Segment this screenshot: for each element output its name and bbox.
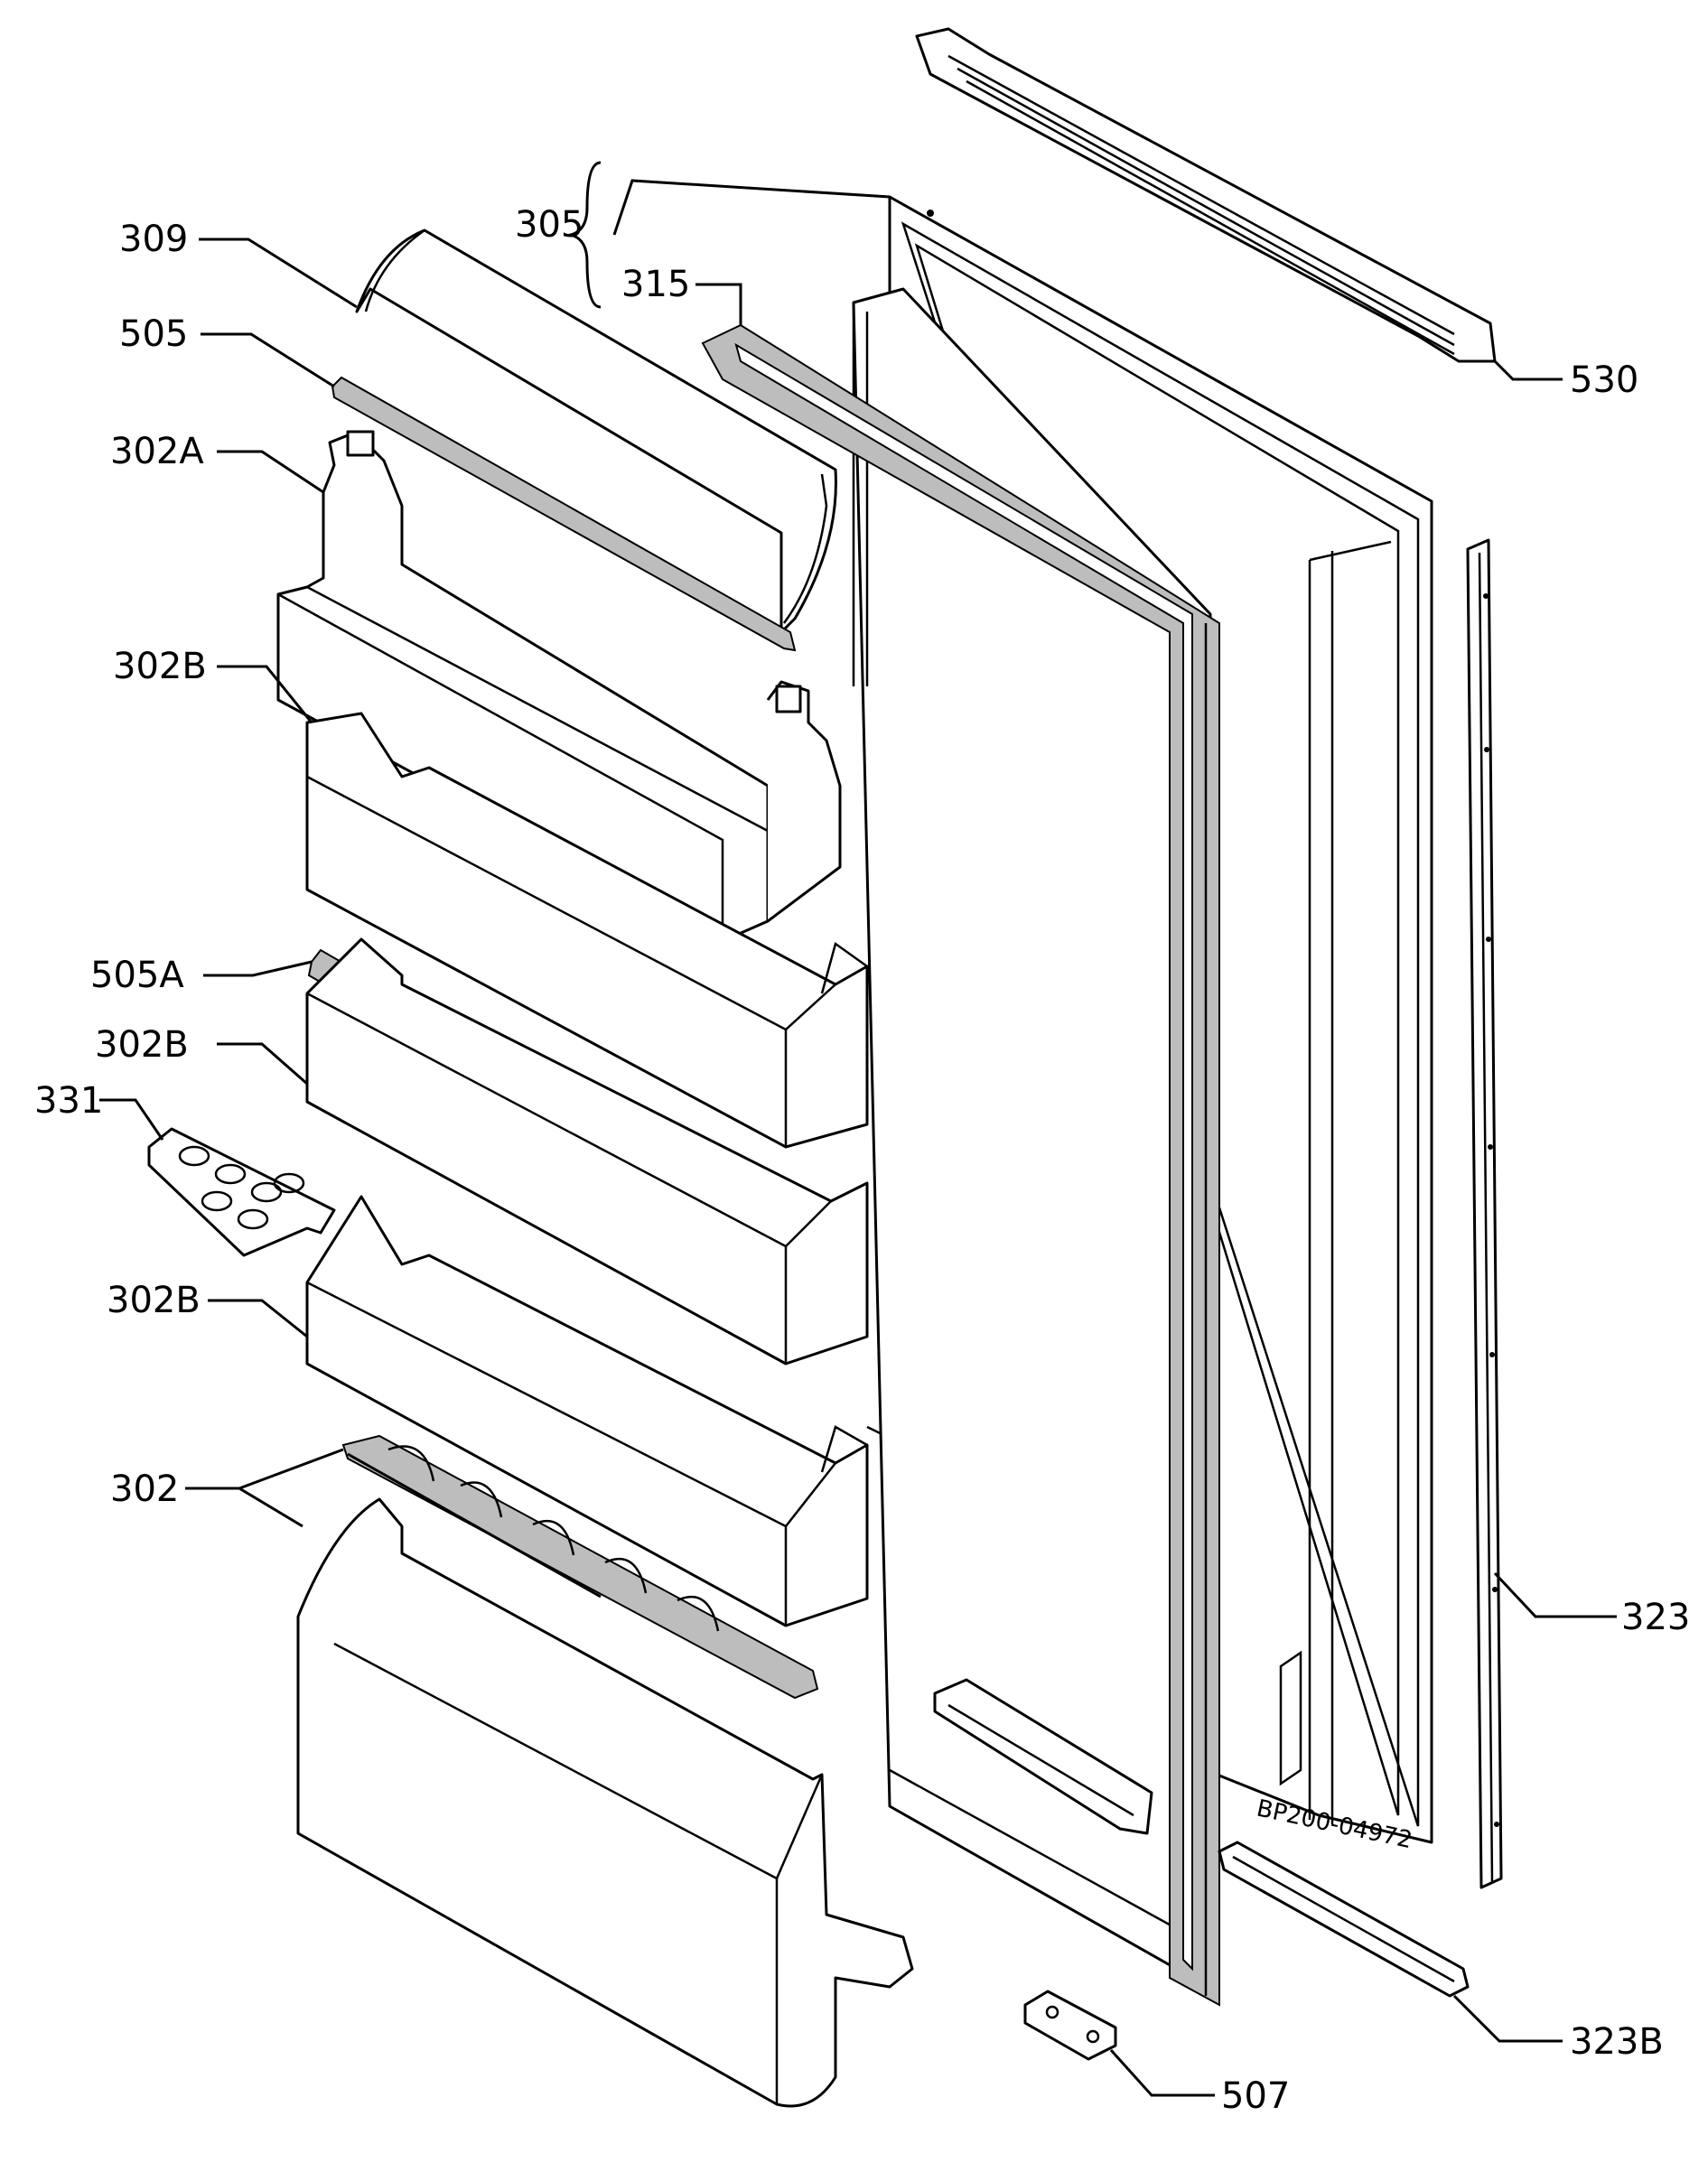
shelf-302b-1 xyxy=(305,712,869,1149)
hinge-block-507 xyxy=(1023,1990,1117,2061)
shelf-302a xyxy=(276,430,842,943)
label-323: 323 xyxy=(1621,1597,1690,1638)
egg-tray-331 xyxy=(147,1127,336,1257)
label-323b: 323B xyxy=(1570,2021,1664,2063)
label-331: 331 xyxy=(34,1080,103,1122)
label-505a: 505A xyxy=(90,955,184,996)
bar-505 xyxy=(331,376,797,652)
lid-309 xyxy=(355,228,837,634)
label-302b-3: 302B xyxy=(107,1280,201,1321)
label-505: 505 xyxy=(119,313,188,355)
label-302b-2: 302B xyxy=(95,1024,189,1066)
label-305: 305 xyxy=(515,204,583,246)
label-302b-1: 302B xyxy=(113,646,207,687)
side-strip-323 xyxy=(1466,538,1503,1889)
label-302a: 302A xyxy=(110,431,204,472)
part-labels: 309 505 302A 302B 505A 302B 331 302B 302… xyxy=(34,204,1690,2117)
hinge-plate xyxy=(933,1678,1153,1835)
shelf-302-rack xyxy=(341,1434,819,1700)
door-gasket-315 xyxy=(701,323,1220,2007)
label-530: 530 xyxy=(1570,359,1638,401)
shelf-302b-3 xyxy=(305,1195,869,1627)
label-507: 507 xyxy=(1221,2075,1290,2117)
shelf-302b-2 xyxy=(305,937,869,1366)
label-309: 309 xyxy=(119,219,188,260)
label-302: 302 xyxy=(110,1468,179,1510)
leader-lines xyxy=(99,161,1617,2097)
shelf-302-bin xyxy=(296,1497,914,2108)
bottom-strip-323b xyxy=(1218,1841,1470,1998)
label-315: 315 xyxy=(621,264,690,305)
